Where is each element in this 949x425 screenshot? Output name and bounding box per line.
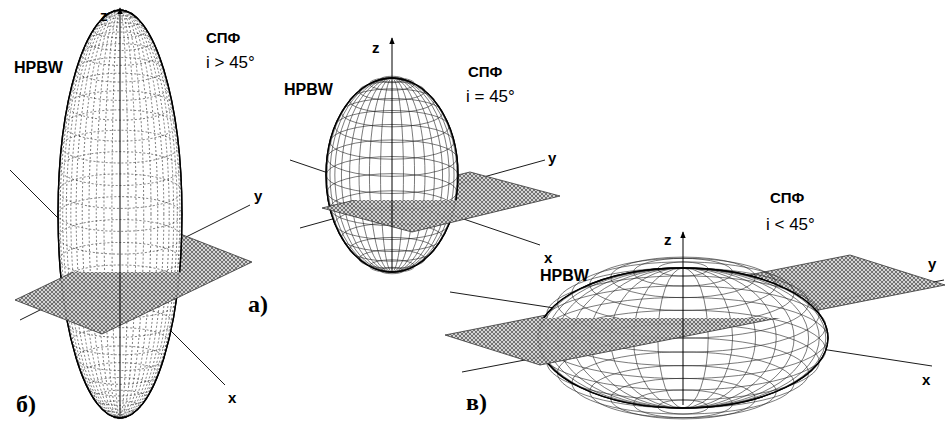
axis-label: y [928, 256, 936, 271]
axis-label: z [100, 8, 108, 23]
pattern-name: HPBW [540, 268, 589, 284]
z-axis [120, 8, 121, 418]
axis-label: y [254, 188, 262, 203]
z-axis [392, 38, 393, 272]
panel-letter: а) [248, 292, 268, 316]
panel-v [445, 232, 945, 419]
pattern-name: СПФ [468, 64, 502, 79]
panel-letter: в) [466, 390, 487, 414]
pattern-name: HPBW [14, 60, 63, 76]
pattern-name: СПФ [206, 30, 240, 45]
panel-letter: б) [16, 392, 36, 416]
axis-label: z [664, 232, 672, 247]
angle-condition: i = 45° [466, 88, 515, 105]
pattern-name: СПФ [770, 190, 804, 205]
axis-label: z [372, 40, 380, 55]
axis-label: x [544, 250, 552, 265]
axis-label: x [922, 372, 930, 387]
pattern-name: HPBW [284, 82, 333, 98]
axis-label: y [548, 150, 556, 165]
z-axis [683, 232, 684, 405]
angle-condition: i < 45° [766, 216, 815, 233]
axis-label: x [228, 390, 236, 405]
panel-a [290, 38, 560, 274]
angle-condition: i > 45° [206, 54, 255, 71]
